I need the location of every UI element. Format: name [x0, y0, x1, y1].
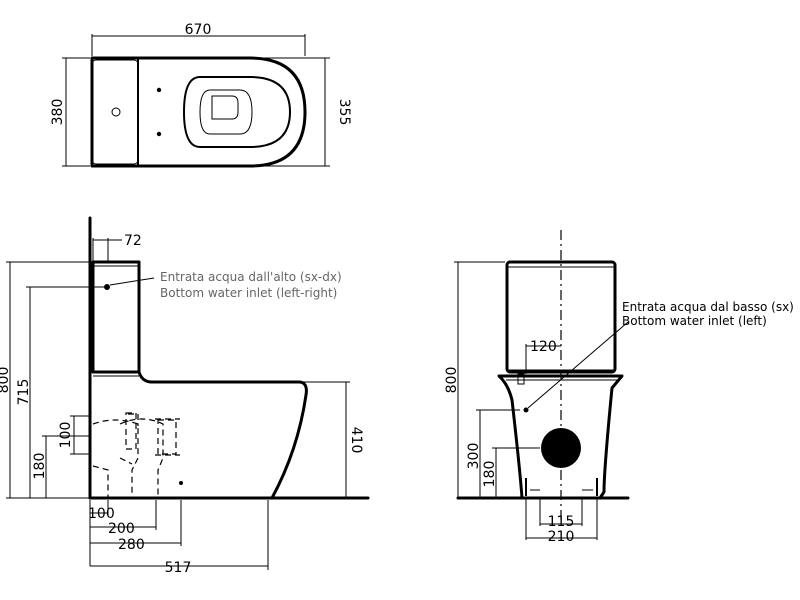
top-view-tank: [91, 59, 139, 165]
dim-120-label: 120: [530, 339, 557, 355]
dim-200-label: 200: [108, 521, 135, 537]
front-view-note-line1: Entrata acqua dal basso (sx): [622, 300, 794, 314]
top-view-bowl-inner: [199, 89, 253, 135]
top-view-bowl: [182, 76, 292, 148]
dim-715-label: 715: [16, 379, 32, 406]
front-view-outlet: [541, 428, 581, 468]
top-view-inlet-hole: [111, 107, 121, 117]
side-view-note-line1: Entrata acqua dall'alto (sx-dx): [160, 270, 342, 284]
top-view-seat-hole-bottom: [156, 131, 162, 137]
dim-380-label: 380: [50, 99, 66, 126]
front-view-inlet: [523, 407, 529, 413]
dim-410-label: 410: [348, 427, 364, 454]
front-view: 800 300 180 120 115 210 Entrata acqua da…: [444, 230, 794, 545]
top-view-seat-hole-top: [156, 87, 162, 93]
top-view-outline: [90, 56, 307, 168]
front-view-tank: [505, 260, 617, 374]
dim-115-label: 115: [548, 514, 575, 530]
side-view-outlet-dot: [179, 481, 183, 485]
side-view-hidden-trap: [92, 419, 139, 498]
dim-100-vert-label: 100: [58, 422, 74, 449]
dim-800-side-label: 800: [0, 367, 12, 394]
dim-355-label: 355: [336, 99, 352, 126]
front-view-inlet-tube: [517, 373, 525, 385]
dim-72-label: 72: [124, 233, 142, 249]
side-view-bowl: [91, 370, 308, 500]
dim-280-label: 280: [118, 537, 145, 553]
front-view-note-leader: [527, 321, 629, 409]
top-view: 670 380 355: [50, 22, 352, 168]
side-view-note-leader: [109, 277, 155, 286]
dim-100-label: 100: [88, 506, 115, 522]
side-view-hidden-trap-2: [119, 418, 164, 498]
dim-180-side-label: 180: [32, 453, 48, 480]
side-view-inlet: [104, 284, 110, 290]
side-view-note-line2: Bottom water inlet (left-right): [160, 286, 337, 300]
dim-210-label: 210: [548, 529, 575, 545]
dim-517-label: 517: [165, 560, 192, 576]
front-view-note-line2: Bottom water inlet (left): [622, 314, 767, 328]
side-view: 72 800 715 180 100 410 Entrata acqua dal…: [0, 216, 370, 576]
dim-670-label: 670: [185, 22, 212, 38]
dim-300-label: 300: [466, 443, 482, 470]
front-view-bowl: [497, 374, 624, 500]
dim-800-front-label: 800: [444, 367, 460, 394]
top-view-bowl-well: [211, 95, 239, 120]
side-view-tank: [91, 260, 141, 374]
dim-180-front-label: 180: [482, 461, 498, 488]
